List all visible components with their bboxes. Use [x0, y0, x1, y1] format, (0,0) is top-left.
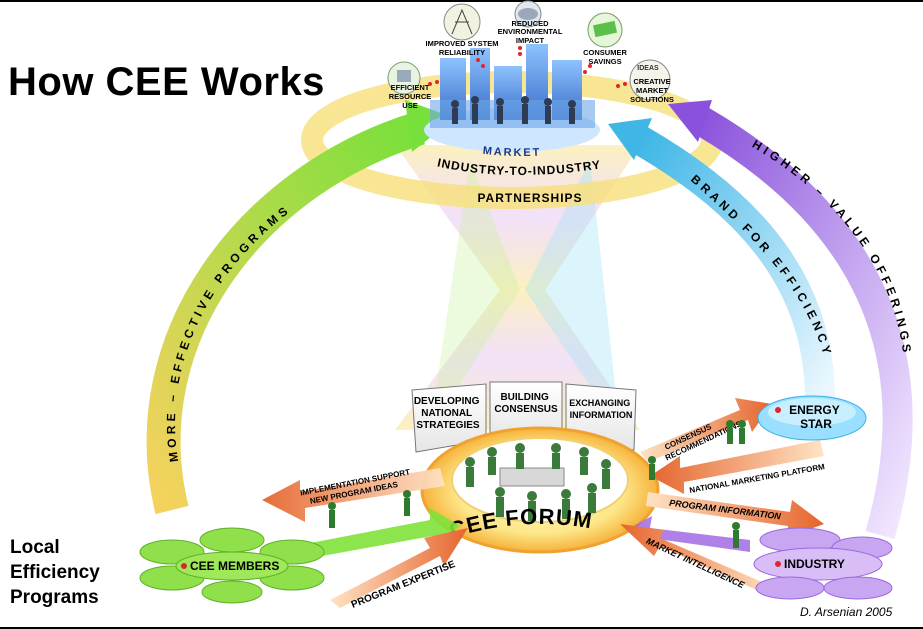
benefit-label: ENVIRONMENTAL [498, 27, 563, 36]
benefit-label: EFFICIENT [391, 83, 430, 92]
benefit-label: CONSUMER [583, 48, 627, 57]
local-label-line: Efficiency [10, 562, 100, 583]
panel-line: NATIONAL [421, 408, 472, 419]
benefit-improved-system-reliability: IMPROVED SYSTEM RELIABILITY [426, 3, 499, 57]
cee-forum-halo [420, 426, 660, 554]
arrow-program-information [646, 492, 824, 538]
industry-node [753, 527, 893, 600]
benefit-label: SAVINGS [588, 57, 621, 66]
cee-members-label: CEE MEMBERS [190, 559, 279, 573]
local-efficiency-programs-label: Local Efficiency Programs [10, 535, 100, 610]
benefit-label: IMPACT [516, 36, 545, 45]
ideas-tag: IDEAS [637, 65, 659, 72]
benefit-label: RESOURCE [389, 92, 432, 101]
local-label-line: Programs [10, 587, 99, 608]
top-border [0, 0, 923, 2]
panel-line: INFORMATION [570, 410, 633, 420]
arrow-program-expertise [330, 528, 468, 608]
panel-line: CONSENSUS [494, 404, 558, 415]
panel-line: EXCHANGING [569, 398, 630, 408]
partnerships-line2: PARTNERSHIPS [477, 191, 582, 205]
panel-line: BUILDING [500, 392, 549, 403]
arrow-market-intelligence [620, 524, 776, 596]
arrow-higher-value-offerings [668, 100, 913, 540]
energy-star-line: STAR [800, 417, 832, 431]
market-city-illustration [424, 44, 600, 152]
arrow-to-forum-green [300, 508, 460, 560]
bottom-border [0, 627, 923, 629]
benefit-consumer-savings: CONSUMER SAVINGS [583, 12, 627, 66]
benefit-connectors [428, 46, 627, 88]
arrow-consensus [640, 398, 772, 462]
page-title: How CEE Works [8, 60, 325, 104]
benefit-creative-market-solutions: IDEAS CREATIVE MARKET SOLUTIONS [629, 59, 674, 104]
panel-exchanging: EXCHANGING INFORMATION [569, 398, 633, 420]
panel-line: DEVELOPING [414, 396, 480, 407]
benefit-label: MARKET [636, 86, 668, 95]
credit: D. Arsenian 2005 [800, 605, 893, 619]
energy-star-label: ENERGY STAR [789, 403, 843, 431]
benefit-label: REDUCED [511, 19, 549, 28]
benefit-efficient-resource-use: EFFICIENT RESOURCE USE [387, 61, 432, 110]
energy-star-node [757, 395, 867, 441]
arrow-implementation-support [262, 468, 445, 522]
impl-label: IMPLEMENTATION SUPPORT NEW PROGRAM IDEAS [299, 467, 414, 507]
panel-line: STRATEGIES [416, 420, 479, 431]
local-label-line: Local [10, 537, 60, 558]
benefit-reduced-environmental-impact: REDUCED ENVIRONMENTAL IMPACT [498, 0, 563, 45]
info-label: PROGRAM INFORMATION [669, 498, 782, 522]
panel-building: BUILDING CONSENSUS [494, 392, 558, 415]
cee-members-node [139, 527, 325, 604]
benefit-label: SOLUTIONS [630, 95, 674, 104]
walking-figures [328, 420, 746, 548]
arrow-marketing-platform [650, 440, 824, 494]
market-label: MARKET [482, 145, 541, 159]
energy-star-line: ENERGY [789, 403, 840, 417]
benefit-label: IMPROVED SYSTEM [426, 39, 499, 48]
market-label-path: MARKET [482, 145, 539, 159]
arrow-brand-for-efficiency [608, 118, 835, 401]
benefit-label: CREATIVE [633, 77, 670, 86]
arrow-from-industry-purple [626, 516, 750, 552]
benefit-label: USE [402, 101, 417, 110]
benefit-label: RELIABILITY [439, 48, 485, 57]
industry-label: INDUSTRY [784, 557, 845, 571]
panel-developing: DEVELOPING NATIONAL STRATEGIES [414, 396, 482, 431]
